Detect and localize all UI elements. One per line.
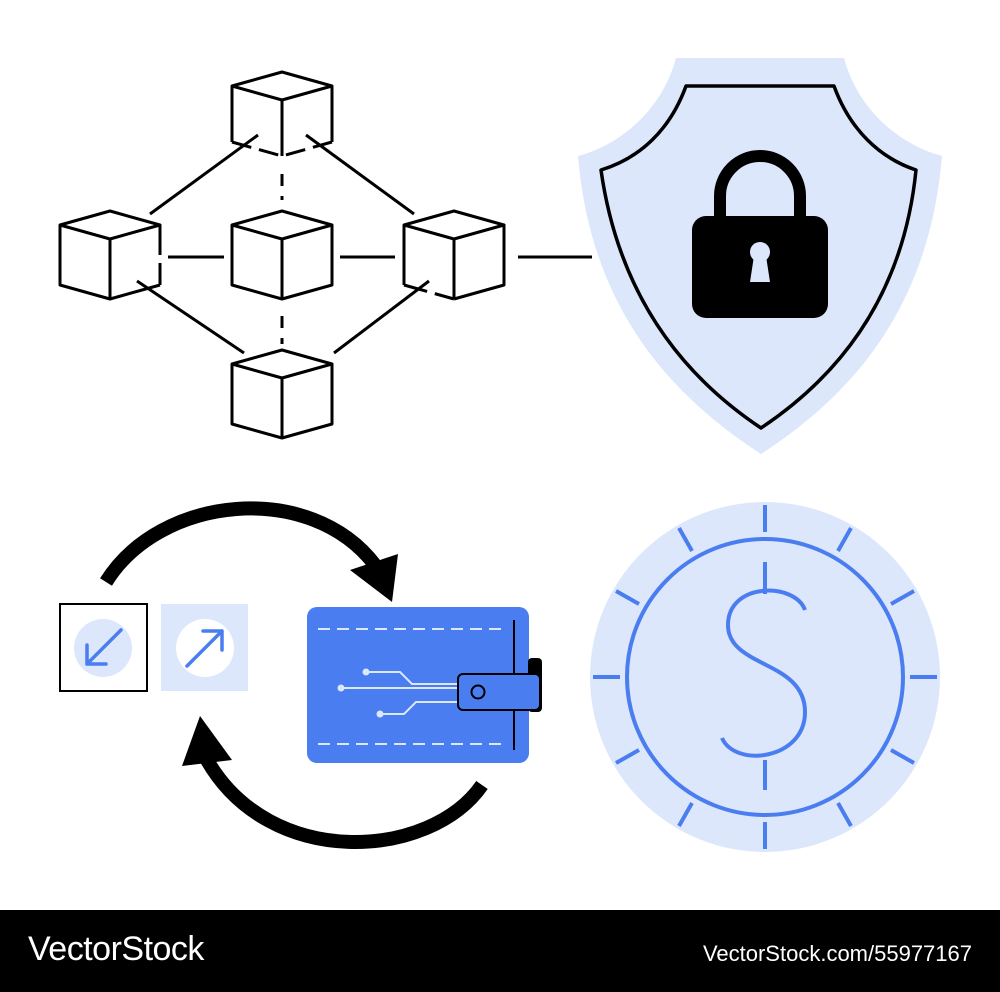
block-cube-bottom bbox=[230, 348, 334, 440]
arrow-arc-bottom bbox=[200, 756, 488, 849]
send-arrow-icon bbox=[161, 604, 248, 691]
blockchain-network-icon bbox=[58, 70, 592, 440]
footer-bar: VectorStock VectorStock.com/55977167 bbox=[0, 910, 1000, 992]
security-shield-lock-icon bbox=[578, 58, 942, 454]
block-cube-center bbox=[230, 209, 334, 301]
brand-logo-text[interactable]: VectorStock bbox=[28, 930, 204, 968]
shield-outline bbox=[599, 84, 918, 430]
receive-arrow-icon bbox=[59, 603, 148, 692]
coin-rim bbox=[625, 537, 905, 817]
keyhole-icon bbox=[750, 242, 770, 282]
wallet-clasp-button bbox=[470, 684, 486, 700]
exchange-arrows-icon bbox=[100, 501, 488, 849]
block-cube-right bbox=[402, 209, 506, 301]
arrow-head-top bbox=[350, 554, 398, 602]
illustration-artwork bbox=[58, 58, 942, 852]
wallet-clasp bbox=[457, 673, 541, 711]
network-links bbox=[136, 133, 592, 355]
padlock-shackle bbox=[714, 150, 806, 218]
dollar-coin-icon bbox=[590, 502, 940, 852]
coin-ticks bbox=[593, 505, 937, 849]
block-cube-left bbox=[58, 209, 162, 301]
arrow-arc-top bbox=[100, 501, 381, 586]
circuit-lines bbox=[337, 668, 458, 718]
digital-wallet-icon bbox=[307, 607, 542, 763]
coin-face bbox=[590, 502, 940, 852]
arrow-head-bottom bbox=[182, 716, 232, 766]
dollar-sign-icon bbox=[720, 562, 808, 790]
block-cube-top bbox=[230, 70, 334, 158]
image-reference-link[interactable]: VectorStock.com/55977167 bbox=[702, 941, 972, 966]
